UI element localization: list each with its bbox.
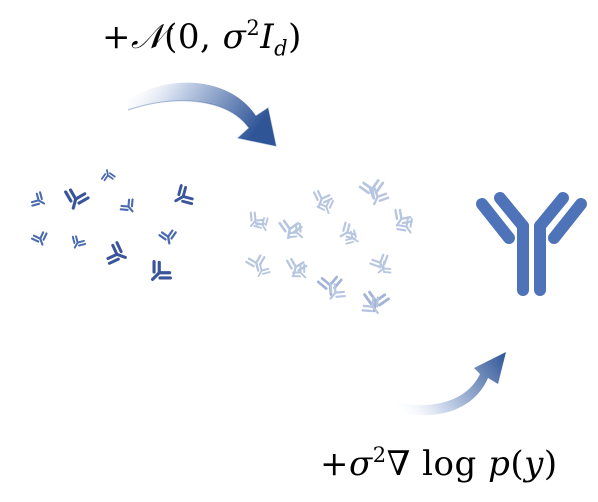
noise-formula: +𝒩(0, σ2Id)	[102, 17, 302, 58]
antibody-icon	[322, 280, 348, 306]
dimension-subscript: d	[274, 36, 289, 61]
identity-symbol: I	[260, 17, 275, 57]
noisy-antibody-cluster	[243, 178, 419, 321]
p-symbol: p	[488, 444, 511, 484]
antibody-icon	[67, 234, 88, 253]
formula-close: )	[543, 444, 558, 484]
antibody-icon	[387, 206, 415, 233]
clean-antibody-cluster	[29, 168, 196, 290]
antibody-icon	[29, 190, 49, 212]
antibody-icon	[359, 294, 387, 321]
antibody-icon	[118, 196, 140, 218]
result-antibody-icon	[476, 192, 587, 296]
curved-arrow-icon	[127, 82, 277, 147]
antibody-icon	[157, 229, 179, 246]
sigma-symbol: σ	[222, 17, 247, 57]
nabla-symbol: ∇	[386, 444, 411, 484]
curved-arrow-icon	[368, 352, 506, 416]
antibody-icon	[99, 168, 117, 182]
formula-prefix: +	[320, 444, 349, 484]
exponent: 2	[372, 442, 387, 467]
log-operator: log	[410, 444, 489, 484]
antibody-icon	[105, 240, 131, 270]
antibody-icon	[142, 257, 175, 290]
antibody-icon	[285, 221, 309, 245]
exponent: 2	[246, 15, 261, 40]
formula-open: (0,	[164, 17, 223, 57]
normal-symbol: 𝒩	[131, 17, 165, 57]
formula-open: (	[510, 444, 525, 484]
antibody-icon	[250, 261, 272, 281]
antibody-icon	[30, 230, 51, 249]
score-formula: +σ2∇ log p(y)	[320, 444, 558, 484]
antibody-icon	[60, 187, 91, 213]
sigma-symbol: σ	[349, 444, 373, 484]
y-symbol: y	[524, 444, 544, 484]
formula-prefix: +	[102, 17, 131, 57]
formula-close: )	[288, 17, 302, 57]
antibody-icon	[169, 182, 196, 212]
